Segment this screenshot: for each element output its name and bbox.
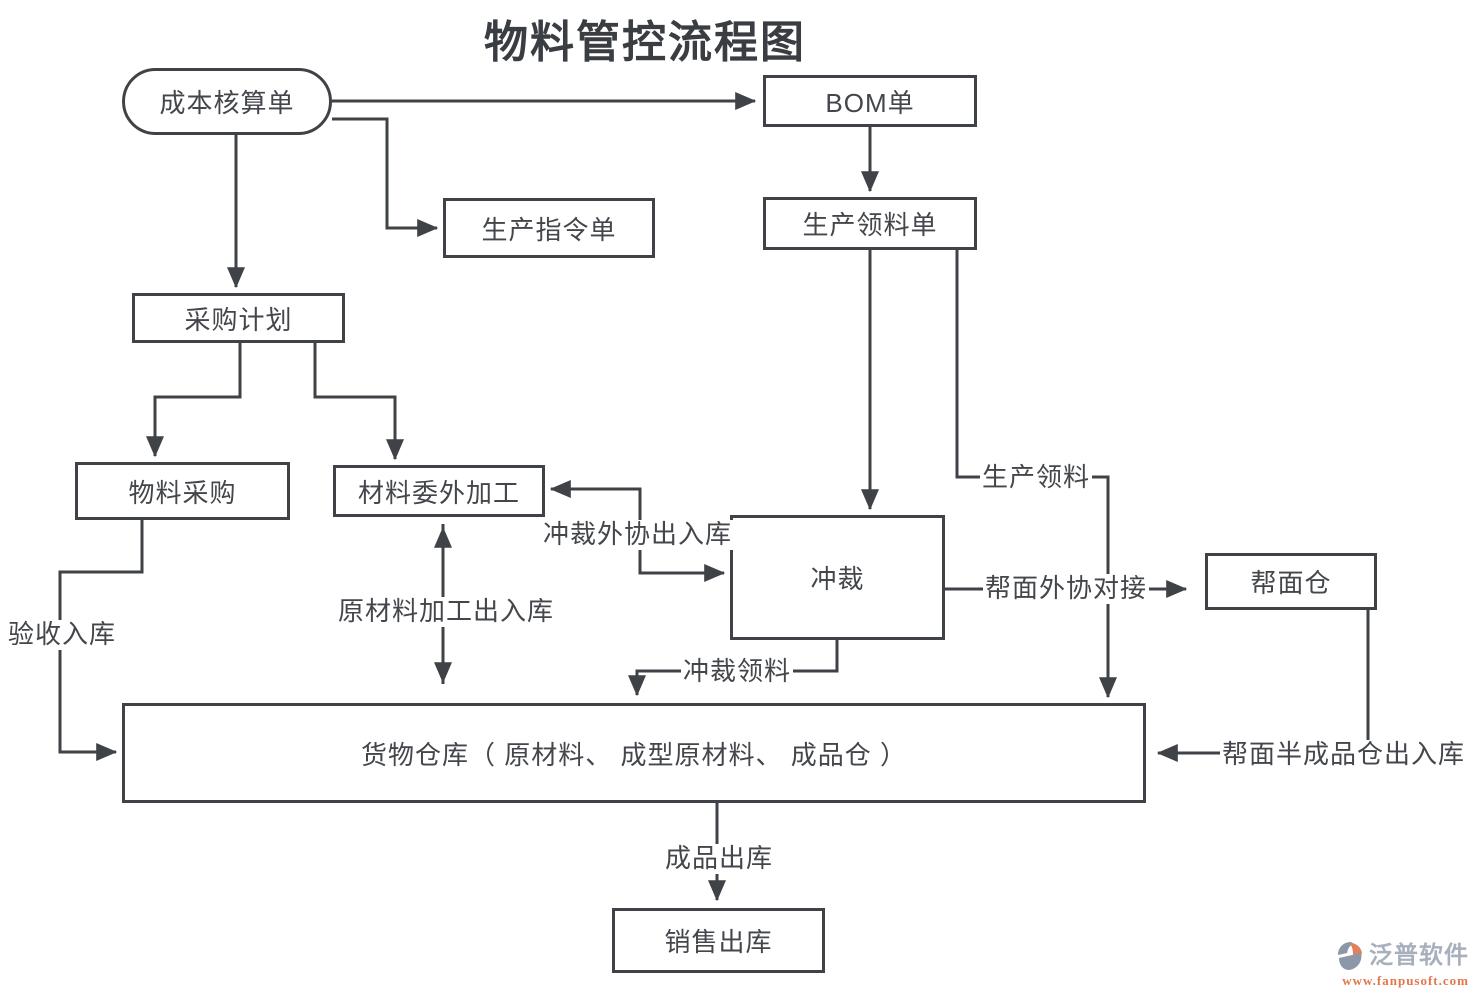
edge-label-finished-out: 成品出库 (663, 843, 776, 874)
edge-label-prod-pick: 生产领料 (980, 462, 1093, 493)
node-cost-sheet: 成本核算单 (122, 68, 332, 135)
edge-label-uppers-semi-io: 帮面半成品仓出入库 (1220, 739, 1468, 770)
node-uppers-warehouse: 帮面仓 (1205, 553, 1377, 610)
edge-label-cutting-pick: 冲裁领料 (681, 656, 794, 687)
edge-label-cutting-outsource-io: 冲裁外协出入库 (541, 519, 735, 550)
node-prod-pick-sheet: 生产领料单 (763, 197, 977, 250)
node-cutting: 冲裁 (730, 515, 945, 640)
node-material-purchase: 物料采购 (75, 462, 290, 520)
node-bom: BOM单 (763, 75, 977, 127)
node-sales-out: 销售出库 (612, 908, 825, 973)
arrow-plan-to-material-purchase (146, 343, 242, 458)
arrow-inspect-to-warehouse (58, 520, 144, 761)
node-purchase-plan: 采购计划 (132, 293, 345, 343)
node-outsourcing: 材料委外加工 (333, 465, 545, 517)
fanpu-logo-icon (1338, 942, 1362, 970)
arrow-outsourcing-to-cutting (638, 489, 726, 582)
node-prod-order: 生产指令单 (443, 198, 655, 258)
watermark: 泛普软件 www.fanpusoft.com (1337, 941, 1469, 987)
watermark-brand: 泛普软件 (1369, 942, 1469, 969)
arrow-uppers-to-warehouse (1156, 610, 1370, 762)
arrow-cost-to-prod-order (332, 117, 439, 237)
watermark-url: www.fanpusoft.com (1342, 973, 1469, 988)
edge-label-uppers-outsource: 帮面外协对接 (983, 573, 1150, 604)
arrow-plan-to-outsourcing (313, 343, 404, 461)
node-goods-warehouse: 货物仓库（ 原材料、 成型原材料、 成品仓 ） (122, 703, 1146, 803)
edge-label-raw-material-io: 原材料加工出入库 (336, 596, 557, 627)
edge-label-inspect-in: 验收入库 (6, 619, 119, 650)
diagram-title: 物料管控流程图 (484, 18, 806, 67)
